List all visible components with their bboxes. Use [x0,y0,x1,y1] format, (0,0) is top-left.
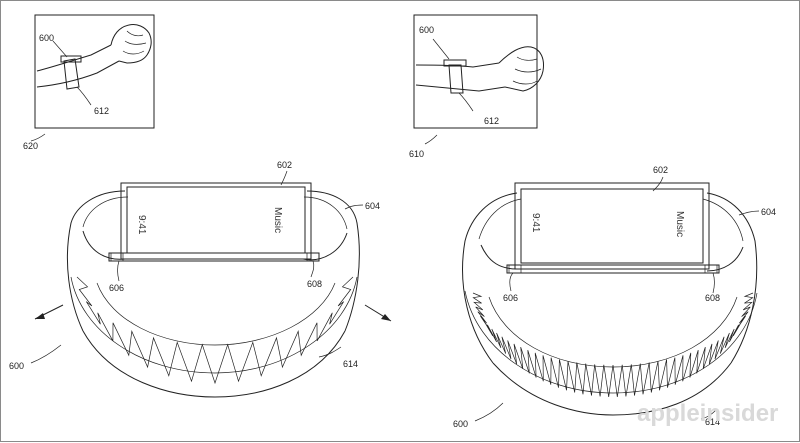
label-602-right: 602 [653,165,668,175]
wristband-screen-right-outer [514,182,710,270]
label-612-right: 612 [484,116,499,126]
wristband-screen-small-left [60,55,82,63]
label-604-right: 604 [761,207,776,217]
screen-app-right: Music [674,211,685,237]
wristband-small-right [448,64,464,94]
wristband-screen-right [520,188,704,264]
label-612-left: 612 [94,106,109,116]
wristband-right [462,176,760,422]
wristband-screen-small-right [443,59,467,67]
label-614-left: 614 [343,359,358,369]
inset-arm-left [34,14,155,129]
watermark: appleinsider [637,400,778,427]
label-600-right: 600 [453,419,468,429]
wristband-screen-left-outer [120,182,312,260]
inset-arm-right [413,14,544,129]
screen-app-left: Music [272,207,283,233]
inset-frame-left [34,14,155,129]
label-606-left: 606 [109,283,124,293]
label-604-left: 604 [365,201,380,211]
label-608-left: 608 [307,279,322,289]
inset-frame-right [413,14,538,129]
wristband-left [30,170,392,398]
wristband-small-left [63,58,80,90]
label-606-right: 606 [503,293,518,303]
screen-time-right: 9:41 [530,213,541,233]
label-600-left: 600 [9,361,24,371]
label-600-top-left: 600 [39,33,54,43]
label-608-right: 608 [705,293,720,303]
label-610: 610 [409,149,424,159]
label-614-right: 614 [705,417,720,427]
screen-time-left: 9:41 [136,215,147,235]
label-600-top-right: 600 [419,25,434,35]
label-602-left: 602 [277,160,292,170]
label-620: 620 [23,141,38,151]
